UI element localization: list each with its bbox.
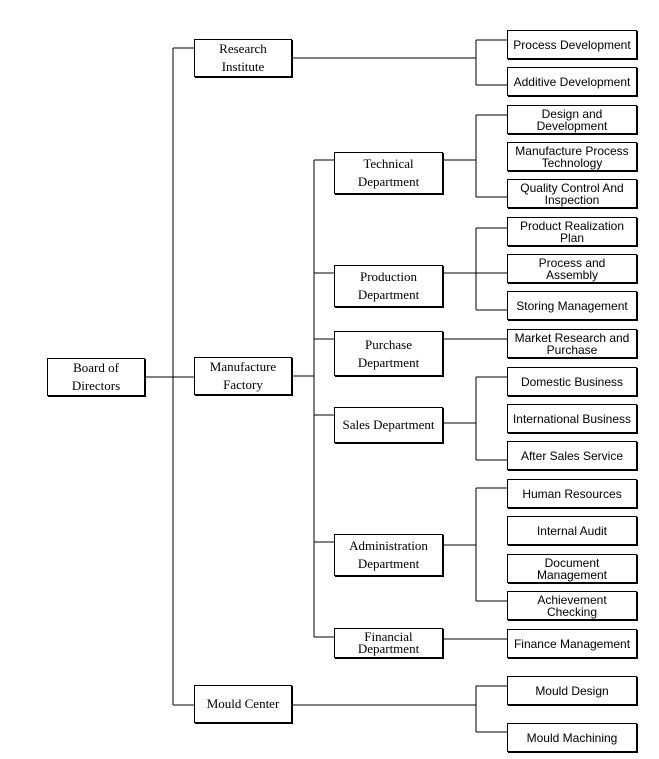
product-realization-plan-label: Product Realization Plan [519, 218, 625, 245]
mould-center-node: Mould Center [194, 685, 292, 723]
after-sales-service-label: After Sales Service [520, 448, 624, 463]
document-management-label: Document Management [536, 555, 608, 582]
market-research-node: Market Research and Purchase [507, 329, 637, 358]
quality-control-label: Quality Control And Inspection [520, 180, 624, 207]
process-development-label: Process Development [513, 37, 631, 52]
administration-department-node: Administration Department [334, 534, 443, 576]
financial-department-node: Financial Department [334, 628, 443, 658]
manufacture-factory-label: Manufacture Factory [209, 359, 277, 392]
market-research-label: Market Research and Purchase [514, 330, 630, 357]
additive-development-node: Additive Development [507, 67, 637, 96]
process-and-assembly-label: Process and Assembly [538, 255, 606, 282]
human-resources-node: Human Resources [507, 479, 637, 508]
mould-design-label: Mould Design [535, 683, 609, 698]
manufacture-factory-node: Manufacture Factory [194, 357, 292, 395]
storing-management-node: Storing Management [507, 291, 637, 320]
research-institute-node: Research Institute [194, 39, 292, 77]
sales-department-node: Sales Department [334, 407, 443, 443]
mould-center-label: Mould Center [206, 696, 280, 711]
internal-audit-label: Internal Audit [536, 523, 608, 538]
internal-audit-node: Internal Audit [507, 516, 637, 545]
manufacture-process-technology-label: Manufacture Process Technology [515, 143, 629, 170]
international-business-label: International Business [512, 411, 632, 426]
human-resources-label: Human Resources [522, 486, 622, 501]
manufacture-process-technology-node: Manufacture Process Technology [507, 142, 637, 171]
administration-department-label: Administration Department [349, 538, 428, 571]
finance-management-label: Finance Management [513, 636, 631, 651]
mould-design-node: Mould Design [507, 676, 637, 705]
financial-department-label: Financial Department [357, 629, 420, 656]
purchase-department-node: Purchase Department [334, 331, 443, 376]
storing-management-label: Storing Management [516, 298, 628, 313]
quality-control-node: Quality Control And Inspection [507, 179, 637, 208]
process-and-assembly-node: Process and Assembly [507, 254, 637, 283]
achievement-checking-node: Achievement Checking [507, 591, 637, 620]
domestic-business-label: Domestic Business [520, 374, 624, 389]
additive-development-label: Additive Development [513, 74, 631, 89]
board-of-directors-node: Board of Directors [47, 358, 145, 396]
board-of-directors-label: Board of Directors [71, 360, 121, 393]
mould-machining-node: Mould Machining [507, 723, 637, 752]
after-sales-service-node: After Sales Service [507, 441, 637, 470]
domestic-business-node: Domestic Business [507, 367, 637, 396]
mould-machining-label: Mould Machining [526, 730, 618, 745]
document-management-node: Document Management [507, 554, 637, 583]
purchase-department-label: Purchase Department [357, 336, 420, 370]
process-development-node: Process Development [507, 30, 637, 59]
technical-department-node: Technical Department [334, 152, 443, 194]
achievement-checking-label: Achievement Checking [537, 592, 607, 619]
design-and-development-node: Design and Development [507, 105, 637, 134]
production-department-label: Production Department [357, 269, 420, 302]
research-institute-label: Research Institute [219, 41, 267, 74]
sales-department-label: Sales Department [342, 417, 435, 432]
technical-department-label: Technical Department [357, 156, 420, 189]
production-department-node: Production Department [334, 265, 443, 307]
international-business-node: International Business [507, 404, 637, 433]
product-realization-plan-node: Product Realization Plan [507, 217, 637, 246]
finance-management-node: Finance Management [507, 629, 637, 658]
design-and-development-label: Design and Development [536, 106, 608, 133]
